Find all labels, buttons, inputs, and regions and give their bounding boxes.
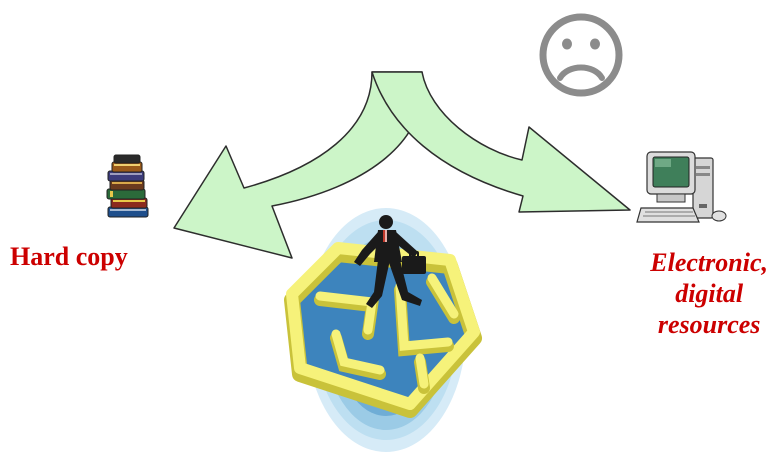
electronic-label-line: Electronic, — [650, 247, 768, 278]
businessman-in-maze-icon — [292, 208, 474, 452]
sad-face-icon — [543, 17, 619, 93]
electronic-resources-label: Electronic, digital resources — [650, 247, 768, 340]
desktop-computer-icon — [637, 152, 726, 222]
resources-label-line: resources — [650, 309, 768, 340]
digital-label-line: digital — [650, 278, 768, 309]
book-stack-icon — [107, 155, 148, 217]
hard-copy-label: Hard copy — [10, 241, 128, 272]
